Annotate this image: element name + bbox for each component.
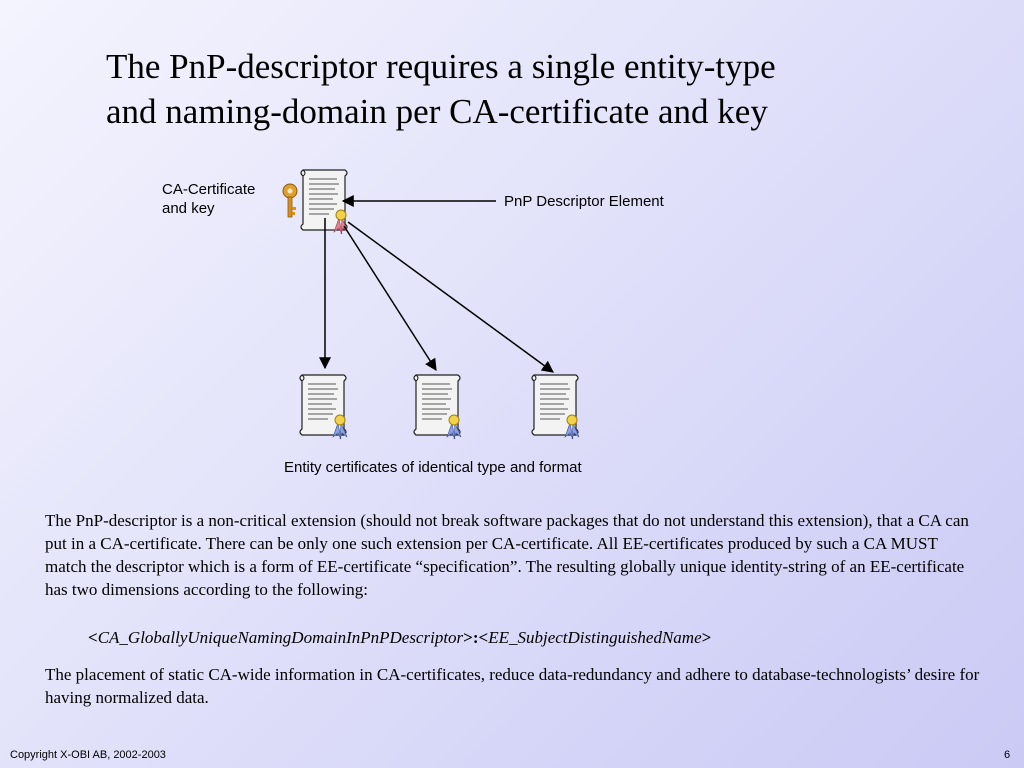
formula-ca-part: CA_GloballyUniqueNamingDomainInPnPDescri… (97, 628, 464, 647)
ca-certificate-label: CA-Certificate and key (162, 180, 255, 218)
key-icon (282, 183, 298, 218)
formula-separator: >:< (463, 628, 489, 647)
slide-title-line1: The PnP-descriptor requires a single ent… (106, 47, 776, 86)
pnp-descriptor-label: PnP Descriptor Element (504, 193, 664, 210)
page-number: 6 (1004, 749, 1011, 761)
entity-arrow (343, 225, 437, 372)
entity-certificate-icon (413, 374, 462, 440)
body-paragraph-2: The placement of static CA-wide informat… (45, 665, 980, 707)
entity-certificates-label: Entity certificates of identical type an… (284, 459, 582, 476)
formula-open: < (88, 628, 98, 647)
entity-certificate-icon (531, 374, 580, 440)
ca-certificate-label-line2: and key (162, 200, 215, 217)
formula-ee-part: EE_SubjectDistinguishedName (488, 628, 702, 647)
formula-close: > (701, 628, 712, 647)
copyright-footer: Copyright X-OBI AB, 2002-2003 (10, 749, 166, 761)
slide-title: The PnP-descriptor requires a single ent… (106, 44, 926, 134)
entity-arrow (347, 221, 554, 373)
identity-formula: <CA_GloballyUniqueNamingDomainInPnPDescr… (88, 626, 711, 649)
slide-title-line2: and naming-domain per CA-certificate and… (106, 92, 768, 131)
ca-certificate-label-line1: CA-Certificate (162, 181, 256, 198)
entity-certificate-icon (299, 374, 348, 440)
body-paragraph-1: The PnP-descriptor is a non-critical ext… (45, 511, 969, 599)
